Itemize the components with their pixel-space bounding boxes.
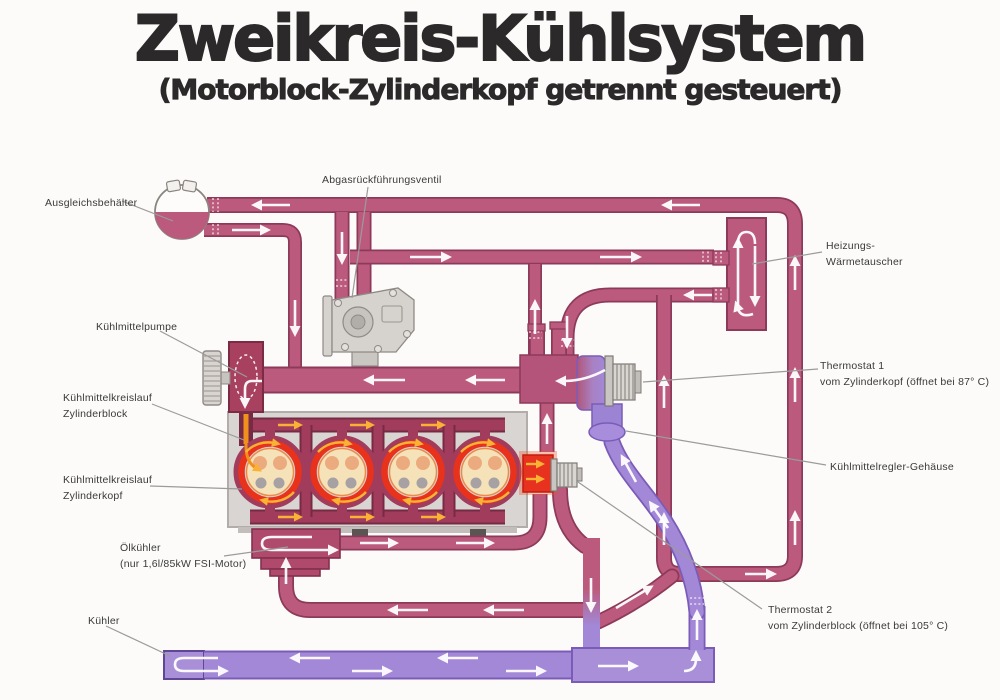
label-circuit-head-2: Zylinderkopf <box>63 490 123 502</box>
label-circuit-head-1: Kühlmittelkreislauf <box>63 474 152 486</box>
flow-arrows <box>173 199 801 677</box>
label-oil-cooler-2: (nur 1,6l/85kW FSI-Motor) <box>120 558 246 570</box>
housing-collar <box>588 422 626 442</box>
cylinder <box>233 435 307 509</box>
label-heater-exchanger-1: Heizungs- <box>826 240 875 252</box>
thermostat2 <box>519 451 583 495</box>
label-thermostat2-1: Thermostat 2 <box>768 604 832 616</box>
label-oil-cooler-1: Ölkühler <box>120 542 161 554</box>
label-thermostat1-2: vom Zylinderkopf (öffnet bei 87° C) <box>820 376 989 388</box>
label-coolant-pump: Kühlmittelpumpe <box>96 321 177 333</box>
cylinder <box>305 435 379 509</box>
label-circuit-block-2: Zylinderblock <box>63 408 128 420</box>
cylinder <box>448 435 522 509</box>
block-base <box>238 527 517 533</box>
page-title: Zweikreis-Kühlsystem <box>134 2 868 75</box>
label-radiator: Kühler <box>88 615 120 627</box>
expansion-tank <box>154 179 210 240</box>
label-heater-exchanger-2: Wärmetauscher <box>826 256 903 268</box>
thermostat1-ribs <box>612 363 636 401</box>
cold-manifold <box>571 647 715 683</box>
radiator <box>163 650 205 680</box>
coolant-regulator-housing <box>576 355 642 442</box>
heater-exchanger <box>712 217 767 331</box>
leader-lines <box>105 186 827 657</box>
page-subtitle: (Motorblock-Zylinderkopf getrennt gesteu… <box>158 73 843 107</box>
cylinder <box>376 435 450 509</box>
hose-couplers <box>212 198 722 605</box>
tank-cap <box>165 179 182 193</box>
label-expansion-tank: Ausgleichsbehälter <box>45 197 138 209</box>
label-thermostat2-2: vom Zylinderblock (öffnet bei 105° C) <box>768 620 948 632</box>
oil-cooler <box>251 528 341 577</box>
egr-valve <box>322 287 415 367</box>
hot-flow-arrows <box>244 416 545 522</box>
title-block: Zweikreis-Kühlsystem (Motorblock-Zylinde… <box>0 2 1000 107</box>
component-labels: Ausgleichsbehälter Abgasrückführungsvent… <box>45 174 989 632</box>
cylinder-head-outlet <box>519 354 579 404</box>
pump-pulley <box>202 350 231 406</box>
label-thermostat1-1: Thermostat 1 <box>820 360 884 372</box>
label-egr-valve: Abgasrückführungsventil <box>322 174 442 186</box>
label-circuit-block-1: Kühlmittelkreislauf <box>63 392 152 404</box>
label-regulator-housing: Kühlmittelregler-Gehäuse <box>830 461 954 473</box>
